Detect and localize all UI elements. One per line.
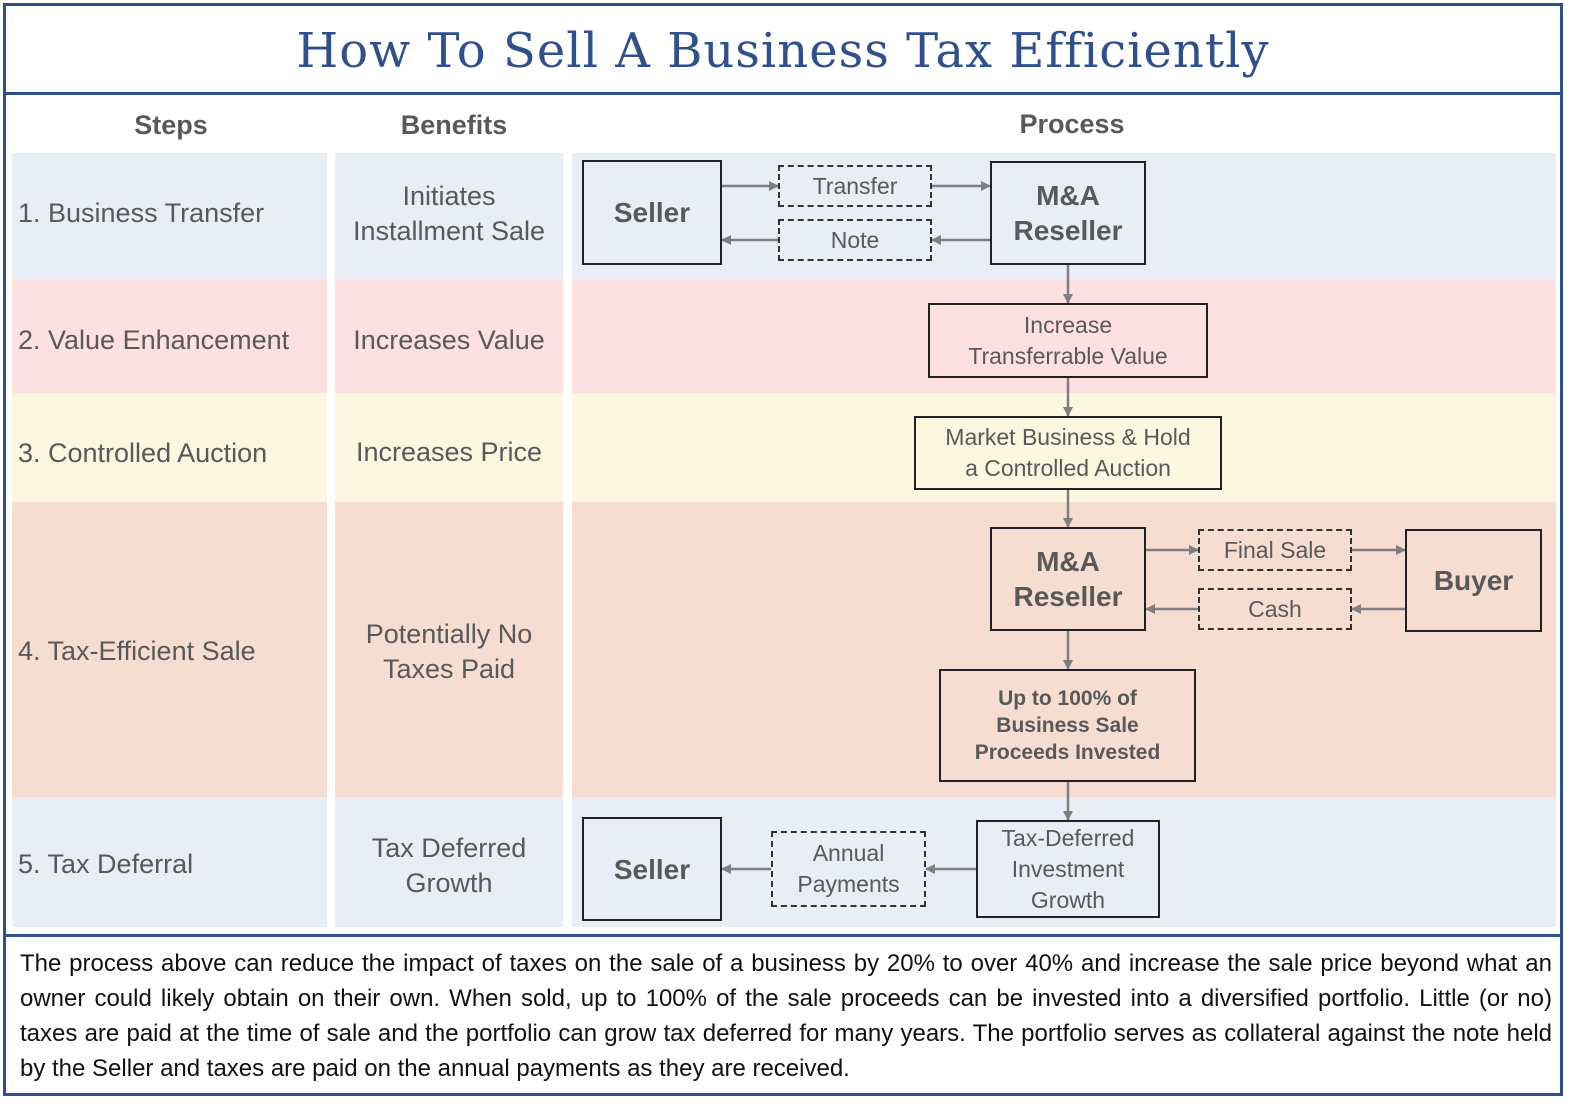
band-benefits-1 [335, 153, 563, 280]
benefit-line: Potentially No [365, 619, 533, 649]
growth-line: Investment [1011, 855, 1125, 882]
benefit-label-4: Potentially No Taxes Paid [335, 617, 563, 687]
payments-line: Annual [812, 840, 885, 866]
header-benefits: Benefits [400, 110, 508, 140]
band-steps-4 [12, 502, 327, 797]
annual-payments-box: Annual Payments [771, 831, 926, 907]
band-steps-1 [12, 153, 327, 280]
step-label-2: 2. Value Enhancement [18, 325, 290, 355]
band-benefits-3 [335, 393, 563, 502]
footer-text: The process above can reduce the impact … [20, 950, 1552, 1082]
proceeds-box: Up to 100% of Business Sale Proceeds Inv… [939, 669, 1196, 782]
header-process: Process [1019, 109, 1125, 139]
seller-box-2: Seller [582, 817, 722, 921]
step-label-5: 5. Tax Deferral [18, 849, 194, 879]
outer-frame [3, 3, 1563, 1096]
cash-box: Cash [1198, 588, 1352, 630]
market-line: Market Business & Hold [945, 424, 1191, 450]
band-process-1 [572, 153, 1556, 280]
transfer-box: Transfer [778, 165, 932, 207]
band-steps-5 [12, 797, 327, 927]
band-steps-3 [12, 393, 327, 502]
band-benefits-2 [335, 280, 563, 393]
seller-box-1: Seller [582, 160, 722, 265]
benefit-label-3: Increases Price [335, 435, 563, 470]
band-benefits-5 [335, 797, 563, 927]
header-steps: Steps [134, 110, 208, 140]
growth-box: Tax-Deferred Investment Growth [976, 820, 1160, 918]
market-auction-box: Market Business & Hold a Controlled Auct… [914, 416, 1222, 490]
benefit-line: Installment Sale [352, 216, 546, 246]
band-benefits-4 [335, 502, 563, 797]
reseller-box-2: M&A Reseller [990, 527, 1146, 631]
growth-line: Tax-Deferred [1001, 824, 1135, 851]
benefit-label-2: Increases Value [335, 323, 563, 358]
increase-line: Transferrable Value [968, 342, 1168, 369]
benefit-line: Increases Price [355, 437, 543, 467]
proceeds-line: Up to 100% of [998, 687, 1137, 710]
increase-line: Increase [1023, 311, 1113, 338]
increase-value-box: Increase Transferrable Value [928, 303, 1208, 378]
step-label-4: 4. Tax-Efficient Sale [18, 636, 256, 666]
page-title: How To Sell A Business Tax Efficiently [296, 23, 1270, 79]
proceeds-line: Business Sale [996, 714, 1139, 737]
reseller-line: M&A [1036, 546, 1100, 577]
step-label-3: 3. Controlled Auction [18, 438, 268, 468]
title-bar: How To Sell A Business Tax Efficiently [3, 3, 1563, 95]
benefit-line: Tax Deferred [371, 833, 527, 863]
step-label-1: 1. Business Transfer [18, 198, 265, 228]
buyer-box: Buyer [1405, 529, 1542, 632]
reseller-line: M&A [1036, 180, 1100, 211]
growth-line: Growth [1030, 886, 1106, 913]
footer-divider [3, 934, 1563, 937]
benefit-line: Growth [405, 868, 493, 898]
note-box: Note [778, 219, 932, 261]
reseller-line: Reseller [1013, 215, 1123, 246]
benefit-label-1: Initiates Installment Sale [335, 179, 563, 249]
benefit-line: Taxes Paid [382, 654, 516, 684]
benefit-line: Increases Value [353, 325, 545, 355]
benefit-line: Initiates [402, 181, 496, 211]
payments-line: Payments [797, 871, 900, 897]
final-sale-box: Final Sale [1198, 529, 1352, 571]
reseller-box-1: M&A Reseller [990, 161, 1146, 265]
market-line: a Controlled Auction [965, 455, 1171, 481]
band-steps-2 [12, 280, 327, 393]
benefit-label-5: Tax Deferred Growth [335, 831, 563, 901]
reseller-line: Reseller [1013, 581, 1123, 612]
proceeds-line: Proceeds Invested [974, 741, 1161, 764]
